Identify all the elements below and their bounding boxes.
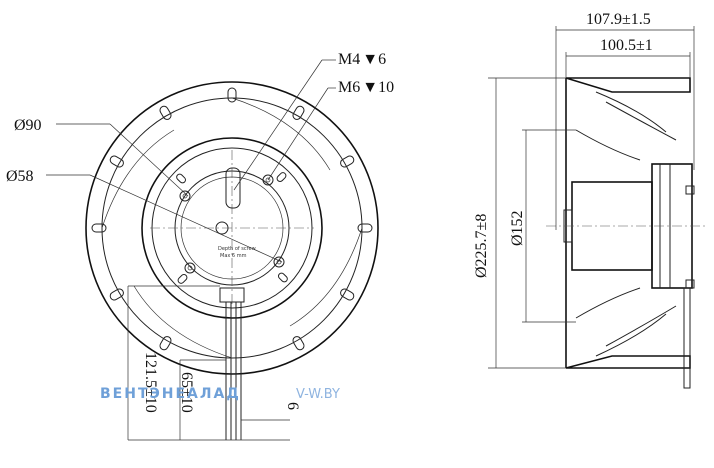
- dim-lead-strip: 6: [284, 402, 301, 410]
- outer-ring: [85, 81, 379, 375]
- inlet-curve: [575, 129, 641, 161]
- blade-curve: [595, 313, 667, 357]
- wheel-top-plate: [565, 77, 691, 93]
- hub-label-line2: Max 6 mm: [220, 253, 247, 259]
- dim-m6-leader: [267, 87, 329, 181]
- hub-screw-holes: [179, 174, 285, 274]
- dim-inner-circle: Ø58: [6, 168, 34, 185]
- hub-label-line1: Depth of screw: [218, 246, 256, 252]
- watermark-site: V-W.BY: [296, 387, 340, 402]
- hub-slot: [225, 167, 241, 209]
- dim-lead-short: 65±10: [178, 372, 195, 413]
- flange-bolt: [685, 185, 695, 195]
- dim-m4-leader: [233, 59, 323, 191]
- dim-wheel-length: 100.5±1: [600, 37, 653, 54]
- dim-m4: M4▼6: [338, 51, 386, 68]
- dim-m6: M6▼10: [338, 79, 394, 96]
- mounting-slots: [91, 87, 373, 351]
- dim-58-leader: [89, 174, 283, 263]
- blade-curve: [605, 305, 677, 347]
- wheel-bottom-plate: [565, 355, 691, 369]
- dim-90-leader: [109, 123, 189, 197]
- middle-ring: [141, 137, 323, 319]
- cable-exit: [683, 287, 691, 389]
- dim-outer-circle: Ø90: [14, 117, 42, 134]
- cable-gland: [219, 287, 245, 303]
- side-view: 107.9±1.5 100.5±1 Ø225.7±8 Ø152: [473, 11, 708, 389]
- dim-motor-diameter: Ø152: [509, 210, 526, 246]
- dim-overall-length: 107.9±1.5: [586, 11, 651, 28]
- blade-arc: [133, 285, 233, 359]
- blade-curve: [595, 91, 667, 133]
- front-view: Depth of screw Max 6 mm Ø90 Ø58 M4▼6 M6▼…: [6, 51, 394, 441]
- blade-arc: [289, 227, 363, 327]
- blade-arc: [231, 97, 331, 171]
- blade-curve: [605, 101, 677, 141]
- blade-arc: [101, 129, 175, 229]
- inlet-curve: [575, 287, 641, 319]
- dim-wheel-diameter: Ø225.7±8: [473, 214, 490, 278]
- dim-lead-long: 121.5±10: [142, 352, 159, 413]
- watermark-brand: ВЕНТЭНЕАЛАД: [100, 386, 241, 402]
- hub-logo-badge: [215, 221, 229, 235]
